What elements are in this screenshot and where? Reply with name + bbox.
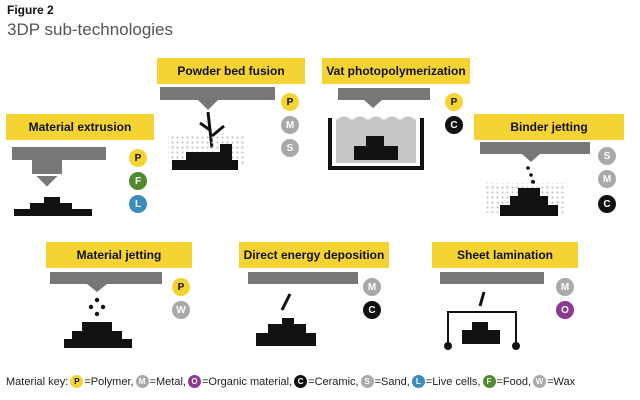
badge-ceramic: C — [445, 116, 463, 134]
legend-item-wax: W =Wax — [531, 375, 575, 388]
legend-badge: L — [411, 375, 425, 388]
legend-badge: O — [187, 375, 201, 388]
badge-sand: S — [281, 139, 299, 157]
feed-roller-left — [444, 342, 452, 350]
legend-text: =Organic material, — [201, 375, 293, 388]
legend-item-ceramic: C =Ceramic, — [292, 375, 359, 388]
legend-text: =Live cells, — [425, 375, 481, 388]
light-source-bar — [338, 88, 430, 100]
jet-nozzle — [87, 284, 107, 292]
banner-material-extrusion: Material extrusion — [6, 114, 154, 140]
legend-text: =Food, — [496, 375, 532, 388]
extruded-part — [14, 197, 92, 216]
legend-text: =Polymer, — [84, 375, 134, 388]
jet-head-bar — [50, 272, 162, 284]
lamination-frame — [447, 311, 517, 342]
extruder-body — [32, 160, 62, 175]
badge-metal: M — [556, 278, 574, 296]
figure-label: Figure 2 — [7, 3, 54, 17]
banner-sheet-lamination: Sheet lamination — [432, 242, 578, 268]
badge-organic: O — [556, 301, 574, 319]
banner-powder-bed-fusion: Powder bed fusion — [157, 58, 305, 84]
legend-badge: P — [70, 375, 84, 388]
material-extrusion-illustration — [12, 147, 106, 216]
laser-nozzle — [198, 100, 218, 110]
deposited-part — [256, 318, 316, 346]
legend-badge: C — [294, 375, 308, 388]
legend-badge: M — [135, 375, 149, 388]
badge-wax: W — [172, 301, 190, 319]
sheet-lamination-illustration — [440, 272, 544, 350]
legend-text: =Sand, — [374, 375, 410, 388]
cured-part — [354, 136, 398, 160]
material-jetting-illustration — [50, 272, 162, 348]
legend-badge: F — [482, 375, 496, 388]
legend-item-metal: M =Metal, — [134, 375, 186, 388]
badge-live-cells: L — [129, 195, 147, 213]
legend-badge: W — [533, 375, 547, 388]
banner-vat-photopolymerization: Vat photopolymerization — [322, 58, 470, 84]
legend-item-organic: O =Organic material, — [186, 375, 292, 388]
badge-food: F — [129, 172, 147, 190]
legend-item-live-cells: L =Live cells, — [410, 375, 481, 388]
legend-badge: S — [360, 375, 374, 388]
cutting-beam — [478, 291, 486, 307]
badge-sand: S — [598, 147, 616, 165]
extruder-head-bar — [12, 147, 106, 160]
legend-text: =Ceramic, — [308, 375, 359, 388]
light-source-nozzle — [364, 100, 382, 108]
deposition-head-bar — [248, 272, 358, 284]
legend-prefix: Material key: — [6, 375, 69, 388]
powder-bed-fusion-illustration — [160, 87, 275, 170]
vat-photopolymerization-illustration — [328, 88, 430, 170]
legend-item-food: F =Food, — [481, 375, 532, 388]
badge-metal: M — [598, 170, 616, 188]
badge-polymer: P — [281, 93, 299, 111]
extruder-nozzle — [31, 174, 63, 190]
laminated-part — [462, 322, 500, 344]
bound-part — [500, 188, 558, 216]
feed-roller-right — [512, 342, 520, 350]
badge-polymer: P — [172, 278, 190, 296]
legend-text: =Wax — [547, 375, 576, 388]
direct-energy-deposition-illustration — [248, 272, 358, 346]
legend-text: =Metal, — [149, 375, 186, 388]
fused-part — [172, 144, 238, 170]
badge-metal: M — [281, 116, 299, 134]
figure-title: 3DP sub-technologies — [7, 20, 174, 39]
print-head-bar — [480, 142, 590, 154]
resin-vat — [328, 118, 424, 170]
binder-jetting-illustration — [480, 142, 590, 216]
legend-item-sand: S =Sand, — [359, 375, 410, 388]
laser-head-bar — [160, 87, 275, 100]
energy-beam — [280, 293, 292, 311]
banner-binder-jetting: Binder jetting — [474, 114, 624, 140]
material-key-legend: Material key: P =Polymer, M =Metal, O =O… — [6, 375, 575, 388]
legend-item-polymer: P =Polymer, — [68, 375, 134, 388]
badge-polymer: P — [129, 149, 147, 167]
badge-metal: M — [363, 278, 381, 296]
badge-ceramic: C — [598, 195, 616, 213]
banner-material-jetting: Material jetting — [46, 242, 192, 268]
cutter-head-bar — [440, 272, 544, 284]
banner-direct-energy-deposition: Direct energy deposition — [239, 242, 389, 268]
jetted-part — [64, 322, 132, 348]
print-head-nozzle — [522, 154, 540, 162]
badge-polymer: P — [445, 93, 463, 111]
badge-ceramic: C — [363, 301, 381, 319]
